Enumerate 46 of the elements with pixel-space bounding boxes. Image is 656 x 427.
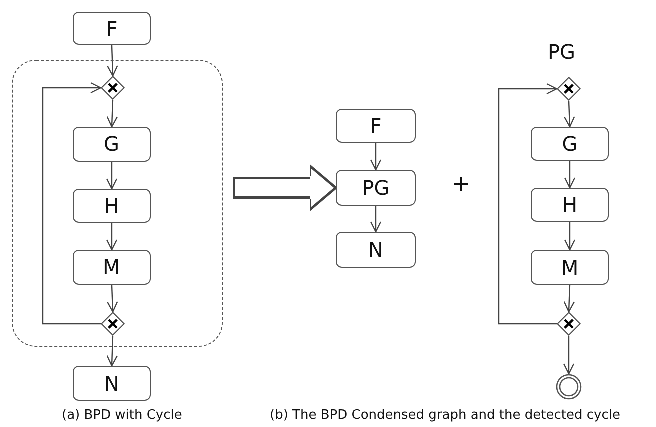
arrow: [106, 223, 118, 251]
box-label: M: [103, 255, 120, 280]
process-box: [531, 250, 609, 285]
arrow: [564, 222, 576, 251]
plus-sign: +: [452, 172, 470, 197]
box-label: F: [106, 16, 118, 40]
box-label: N: [368, 238, 384, 262]
box-label: G: [562, 132, 578, 156]
process-box: [72, 250, 151, 285]
arrow: [370, 206, 382, 233]
arrow: [564, 100, 576, 128]
process-box: [531, 127, 609, 161]
arrow: [564, 161, 576, 189]
process-box: [531, 188, 609, 222]
end-event-circle: [556, 374, 582, 400]
gateway-diamond: [100, 76, 125, 100]
process-box: [73, 366, 151, 401]
cycle-title: PG: [548, 40, 576, 64]
box-label: M: [561, 256, 579, 280]
box-label: H: [562, 193, 578, 217]
process-box: [336, 232, 416, 268]
arrow: [107, 44, 118, 77]
process-box: [72, 126, 151, 162]
arrow: [107, 284, 118, 313]
arrow: [563, 336, 575, 375]
dashed-group-boundary: [12, 60, 223, 347]
gateway-diamond: [100, 312, 125, 336]
box-label: N: [104, 372, 120, 396]
arrow: [370, 143, 382, 171]
arrow: [42, 82, 102, 325]
box-label: H: [104, 194, 120, 218]
caption: (b) The BPD Condensed graph and the detected cycle: [270, 408, 620, 423]
gateway-diamond: [557, 77, 581, 101]
process-box: [73, 12, 151, 45]
box-label: F: [370, 114, 382, 138]
arrow: [564, 284, 575, 313]
process-box: [72, 188, 151, 223]
process-box: [336, 109, 416, 143]
arrow: [106, 100, 118, 128]
box-label: PG: [362, 176, 390, 200]
box-label: G: [104, 132, 120, 156]
arrow: [498, 83, 558, 325]
gateway-diamond: [557, 312, 581, 336]
arrow: [106, 162, 118, 190]
process-box: [336, 170, 416, 206]
arrow: [106, 336, 118, 367]
